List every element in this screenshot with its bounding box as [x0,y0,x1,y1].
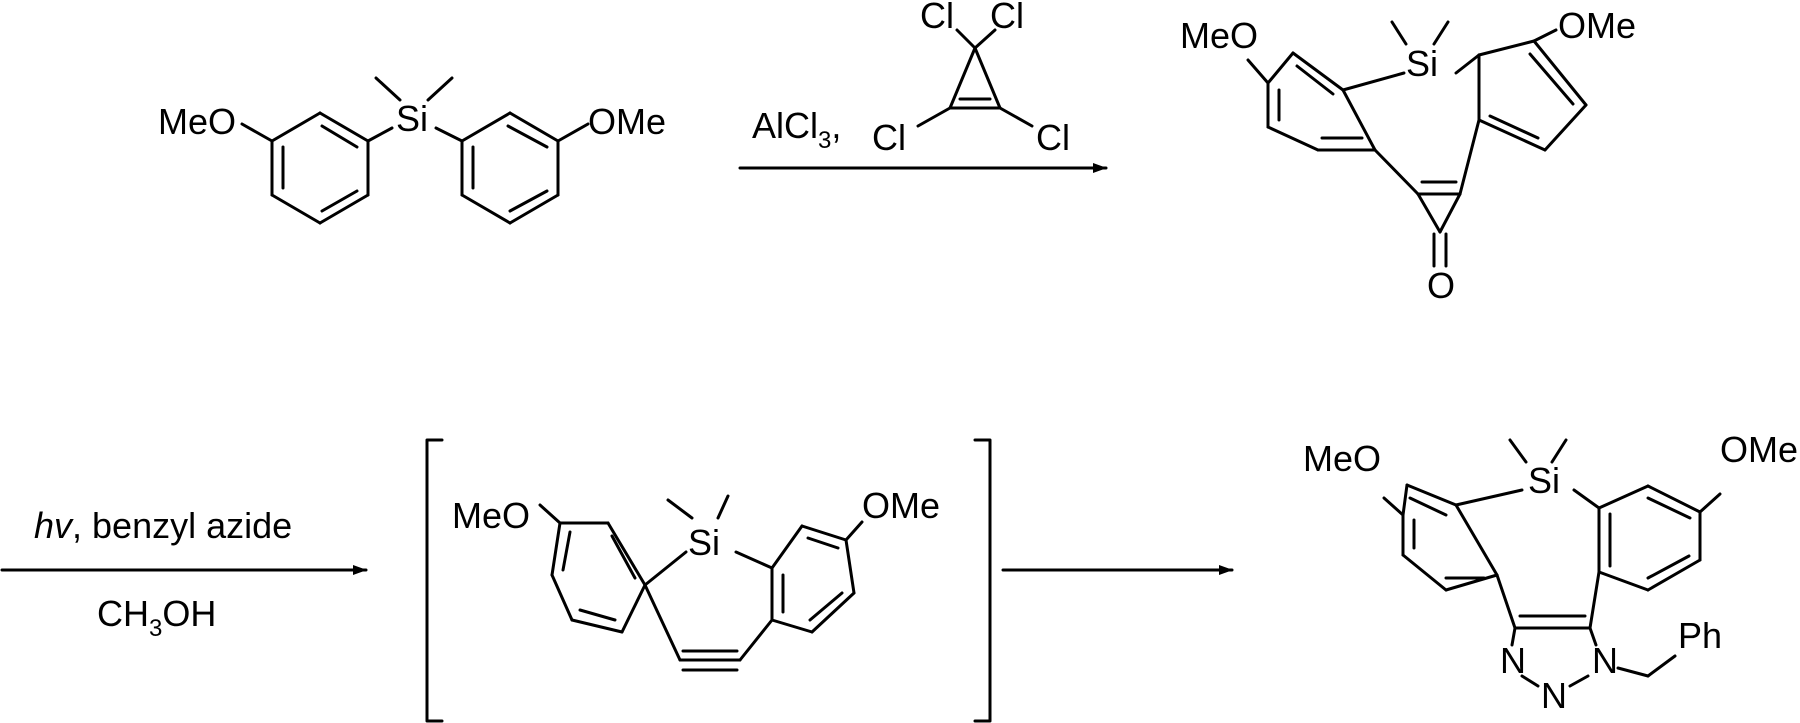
atom-label: O [1427,265,1455,306]
atom-label: MeO [158,101,236,142]
reaction-arrow-2: hv, benzyl azide CH3OH [0,505,368,642]
atom-label: Si [688,522,720,563]
atom-label: N [1500,640,1526,681]
atom-label: Cl [920,0,954,36]
atom-label: Si [1528,460,1560,501]
atom-label: MeO [1180,15,1258,56]
conditions-label: hv, benzyl azide [34,505,292,546]
atom-label: OMe [1558,5,1636,46]
atom-label: MeO [452,495,530,536]
atom-label: N [1592,640,1618,681]
reagent-label: AlCl3, [752,105,841,154]
atom-label: Si [1406,43,1438,84]
cyclopropenone-product-structure: MeO Si OMe O [1180,5,1636,306]
triazole-product-structure: MeO Si OMe N N N Ph [1303,429,1798,716]
atom-label: OMe [862,485,940,526]
atom-label: MeO [1303,438,1381,479]
atom-label: Cl [1036,117,1070,158]
intermediate-bracket [425,438,992,723]
atom-label: Cl [872,117,906,158]
solvent-label: CH3OH [97,593,216,642]
reaction-arrow-1: AlCl3, Cl Cl Cl Cl [738,0,1108,173]
atom-label: Ph [1678,615,1722,656]
atom-label: Cl [990,0,1024,36]
atom-label: N [1541,675,1567,716]
cyclooctyne-intermediate-structure: MeO Si OMe [452,485,940,672]
atom-label: Si [396,98,428,139]
starting-material-structure: MeO Si OMe [158,76,666,225]
atom-label: OMe [1720,429,1798,470]
atom-label: OMe [588,101,666,142]
